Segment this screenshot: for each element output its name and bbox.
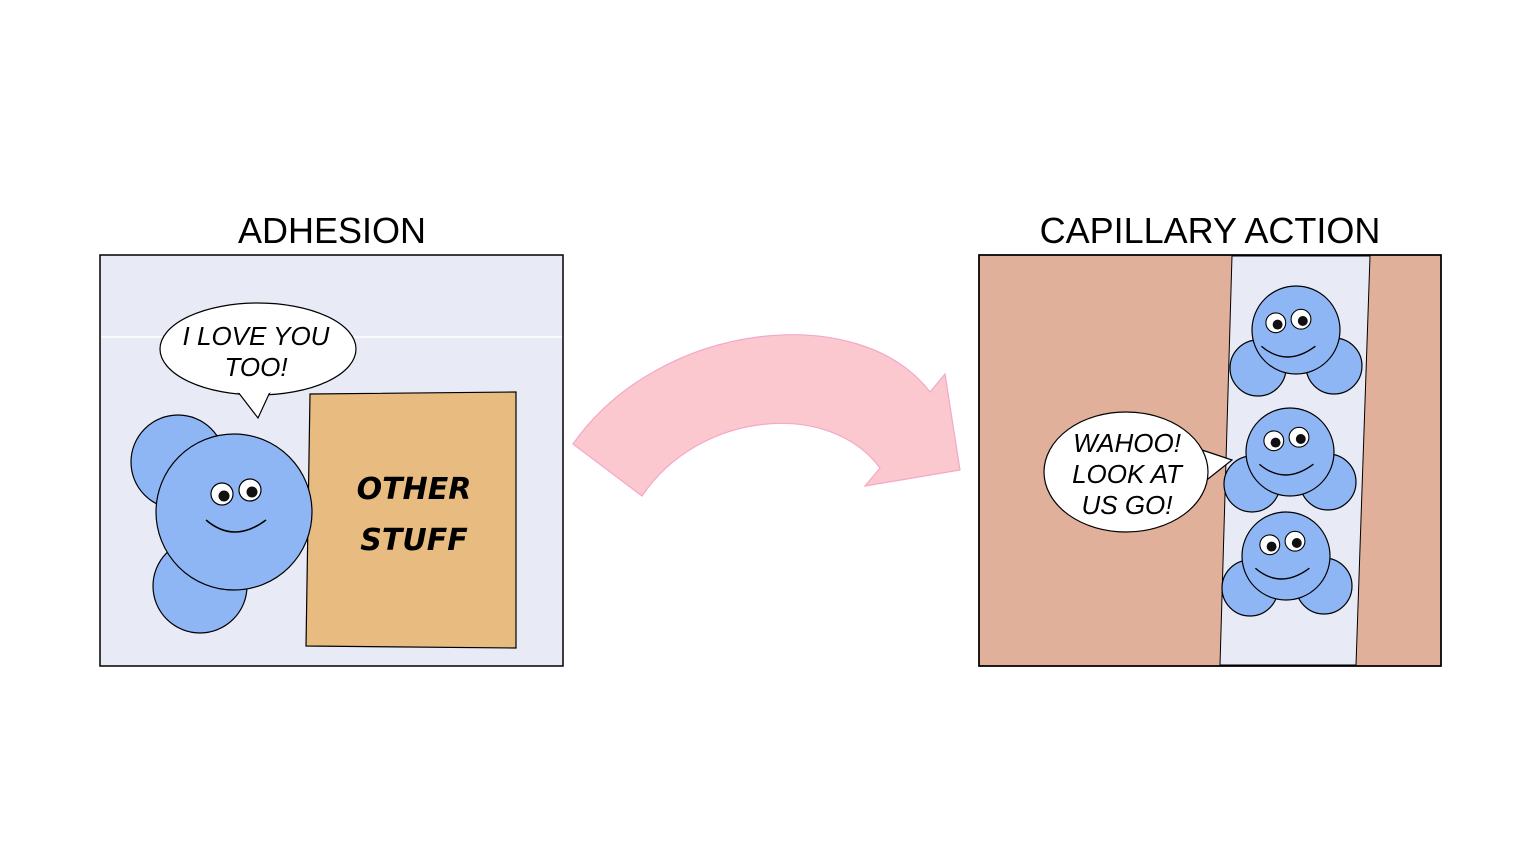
speech-bubble-wahoo: WAHOO! LOOK AT US GO!	[1043, 411, 1234, 533]
adhesion-panel: I LOVE YOU TOO! OTHER STUFF	[99, 254, 564, 667]
other-stuff-box: OTHER STUFF	[305, 391, 517, 649]
wahoo-line-3: US GO!	[1081, 490, 1172, 520]
curved-arrow	[572, 334, 961, 497]
capillary-panel: WAHOO! LOOK AT US GO!	[978, 254, 1442, 667]
speech-bubble-love: I LOVE YOU TOO!	[159, 302, 357, 420]
wahoo-line-2: LOOK AT	[1072, 459, 1184, 489]
adhesion-title: ADHESION	[237, 210, 427, 251]
water-molecule-middle	[1223, 407, 1357, 513]
capillary-action-title: CAPILLARY ACTION	[1039, 210, 1381, 251]
speech-line-2: TOO!	[224, 352, 287, 382]
water-molecule-left	[130, 414, 313, 634]
water-molecule-top	[1229, 285, 1363, 397]
box-line-2: STUFF	[360, 523, 468, 558]
box-line-1: OTHER	[357, 472, 472, 507]
speech-line-1: I LOVE YOU	[183, 321, 330, 351]
water-molecule-bottom	[1221, 511, 1353, 617]
wahoo-line-1: WAHOO!	[1073, 428, 1181, 458]
